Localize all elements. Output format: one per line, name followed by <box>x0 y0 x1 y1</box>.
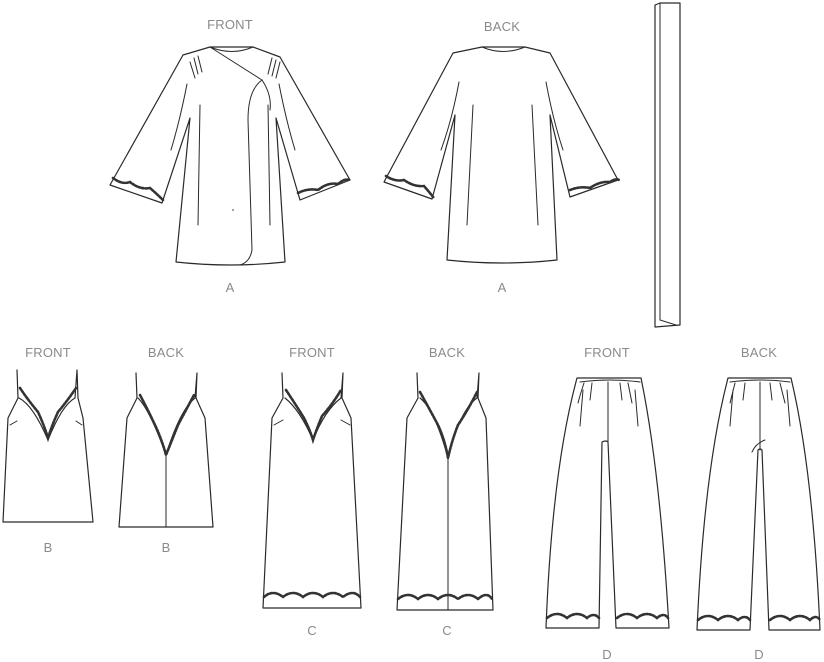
view-c-back-letter: C <box>442 623 452 638</box>
view-a-front-heading: FRONT <box>207 17 253 32</box>
view-c-front-heading: FRONT <box>289 345 335 360</box>
view-c-back-heading: BACK <box>428 345 466 360</box>
sash-drawing <box>654 2 681 328</box>
view-b-back-letter: B <box>161 540 171 555</box>
view-d-back-heading: BACK <box>740 345 778 360</box>
view-a-back-heading: BACK <box>483 19 521 34</box>
view-a-front-letter: A <box>225 280 235 295</box>
camisole-front-drawing <box>2 369 94 523</box>
view-c-front-letter: C <box>307 623 317 638</box>
robe-front-drawing <box>109 46 352 266</box>
view-b-front-heading: FRONT <box>25 345 71 360</box>
view-d-front-heading: FRONT <box>584 345 630 360</box>
view-a-back-letter: A <box>497 280 507 295</box>
view-b-back-heading: BACK <box>147 345 185 360</box>
robe-back-drawing <box>383 46 621 264</box>
slip-back-drawing <box>396 372 494 611</box>
pants-front-drawing <box>545 377 670 629</box>
pants-back-drawing <box>696 377 822 631</box>
view-b-front-letter: B <box>43 540 53 555</box>
view-d-front-letter: D <box>602 647 612 662</box>
camisole-back-drawing <box>118 372 214 528</box>
slip-front-drawing <box>262 372 362 609</box>
view-d-back-letter: D <box>754 647 764 662</box>
